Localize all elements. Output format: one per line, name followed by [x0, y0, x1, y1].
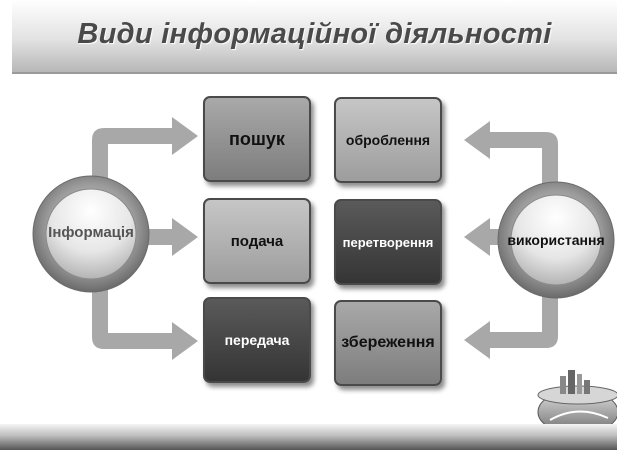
box-peretvorennia: перетворення [334, 199, 442, 285]
vykorystannia-node [497, 181, 615, 299]
footer-bar [0, 424, 617, 450]
globe-city-logo [537, 370, 617, 435]
informatsiia-label: Інформація [48, 224, 134, 241]
arrow-to-obroblennia [464, 121, 558, 190]
box-zberezhennia-label: збереження [341, 334, 435, 351]
box-poshuk: пошук [203, 96, 311, 182]
informatsiia-node [32, 175, 150, 293]
box-peredacha: передача [203, 297, 311, 383]
left-connector-arrows [92, 117, 198, 360]
box-poshuk-label: пошук [229, 128, 285, 149]
box-obroblennia-label: оброблення [345, 132, 431, 148]
arrow-to-peredacha [92, 285, 198, 360]
vykorystannia-label: використання [507, 232, 605, 248]
slide-title: Види інформаційної діяльності [77, 18, 552, 50]
box-obroblennia: оброблення [334, 97, 442, 183]
box-podacha-label: подача [230, 232, 284, 250]
arrow-to-zberezhennia [464, 285, 558, 359]
arrow-to-podacha [134, 218, 198, 256]
box-peretvorennia-label: перетворення [342, 234, 434, 250]
box-peredacha-label: передача [224, 332, 290, 348]
title-divider [12, 72, 617, 74]
box-zberezhennia: збереження [334, 300, 442, 386]
right-connector-arrows [464, 121, 558, 359]
box-podacha: подача [203, 198, 311, 284]
arrow-to-peretvorennia [464, 218, 508, 256]
title-banner: Види інформаційної діяльності [12, 0, 617, 72]
arrow-to-poshuk [92, 117, 198, 190]
